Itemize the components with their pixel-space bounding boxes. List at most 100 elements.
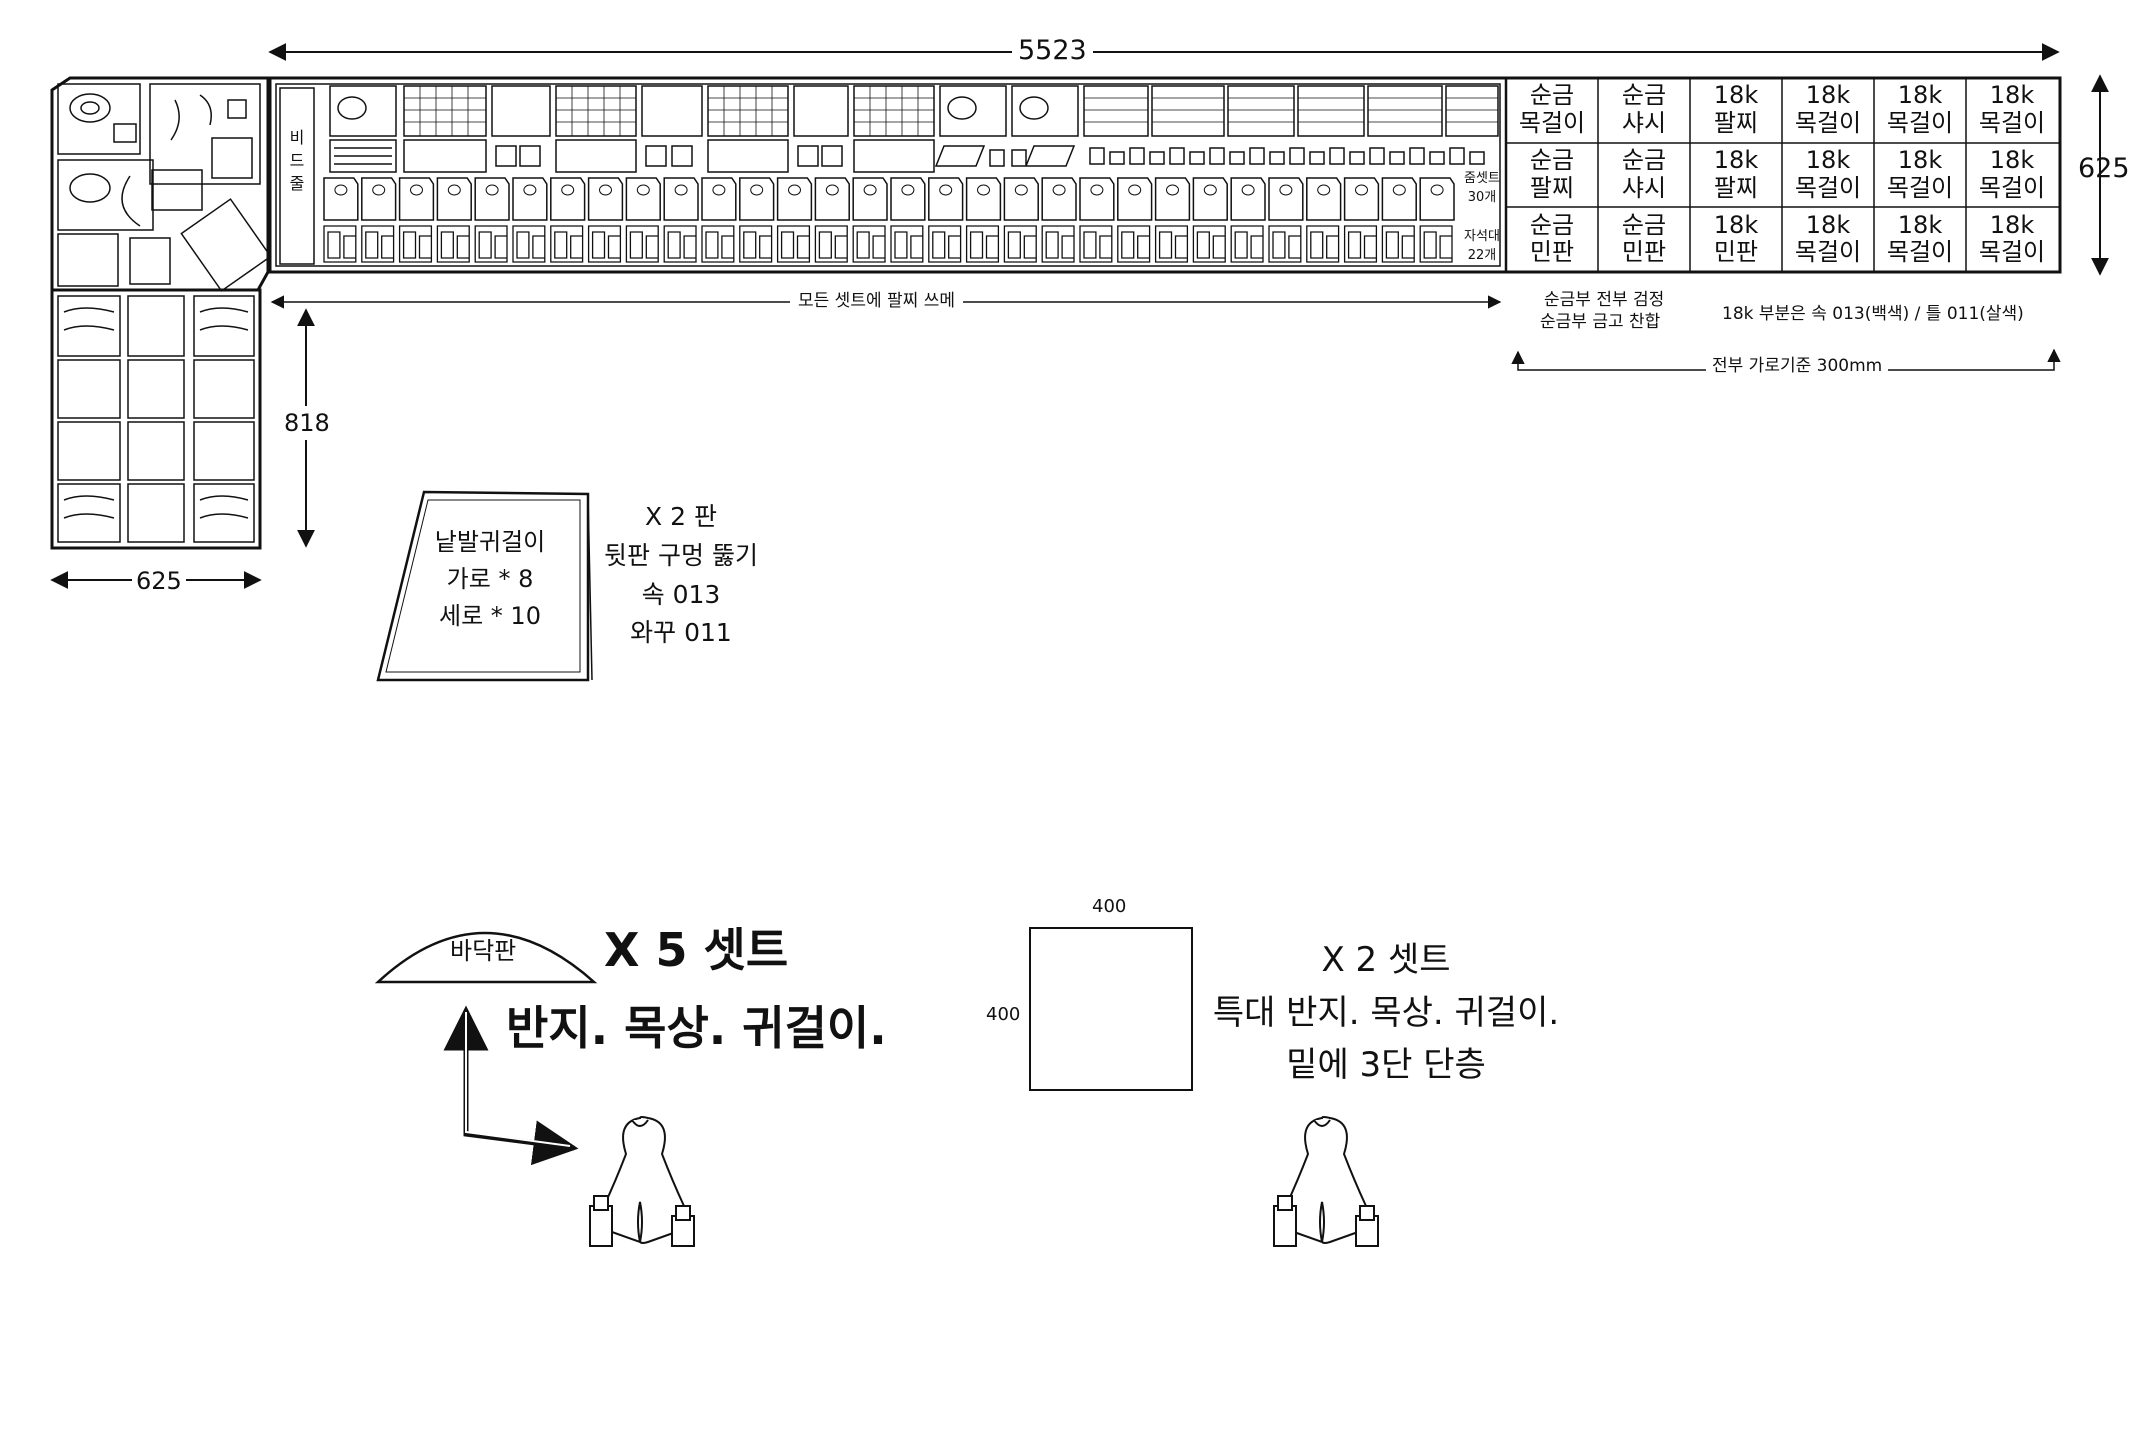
earring-board-text: 낱발귀걸이 가로 * 8 세로 * 10: [420, 524, 560, 636]
counter-left-leg: [50, 288, 262, 550]
bead-column: [279, 87, 315, 265]
set-box: [1268, 177, 1304, 221]
set-box: [928, 177, 964, 221]
corner-section: [57, 83, 272, 292]
earring-board-shape: [376, 490, 590, 682]
set-box: [1117, 177, 1153, 221]
magnet-stand: [1192, 225, 1226, 263]
table-cell: 18k 목걸이: [1886, 210, 1954, 267]
set-box: [323, 177, 359, 221]
k18-note: 18k 부분은 속 013(백색) / 틀 011(살색): [1718, 304, 2028, 326]
magnet-stand: [663, 225, 697, 263]
bust-display-right: [1273, 1116, 1379, 1247]
set-box: [1381, 177, 1417, 221]
base-plate-qty: X 5 셋트: [604, 923, 789, 977]
special-set-text: X 2 셋트 특대 반지. 목상. 귀걸이. 밑에 3단 단층: [1196, 934, 1576, 1092]
table-cell: 18k 목걸이: [1886, 146, 1954, 202]
earring-board-notes: X 2 판 뒷판 구멍 뚫기 속 013 와꾸 011: [596, 498, 766, 653]
table-cell: 18k 목걸이: [1794, 81, 1862, 137]
set-box: [1192, 177, 1228, 221]
table-cell: 순금 민판: [1529, 210, 1575, 267]
earring-board-stand: [587, 493, 593, 681]
magnet-stand: [890, 225, 924, 263]
magnet-stand: [928, 225, 962, 263]
magnet-stand: [1268, 225, 1302, 263]
special-set-qty: X 2 셋트: [1321, 940, 1451, 980]
set-box: [890, 177, 926, 221]
special-set-layers: 밑에 3단 단층: [1286, 1045, 1486, 1086]
width-basis-note: 전부 가로기준 300mm: [1706, 356, 1889, 378]
table-cell: 18k 목걸이: [1978, 146, 2046, 202]
table-cell: 순금 샤시: [1621, 146, 1667, 202]
table-cell: 18k 팔찌: [1713, 81, 1759, 137]
gold-black-note-2: 순금부 금고 찬합: [1540, 312, 1661, 332]
magnet-stand: [1419, 225, 1453, 263]
earring-board-line2: 가로 * 8: [446, 565, 534, 594]
gold-black-note-1: 순금부 전부 검정: [1540, 290, 1669, 312]
table-cell: 18k 목걸이: [1978, 81, 2046, 137]
magnet-count: 22개: [1467, 247, 1497, 263]
square-plate: [1029, 927, 1193, 1091]
second-tray-row: [329, 139, 1076, 173]
set-box: [512, 177, 548, 221]
magnet-stand: [550, 225, 584, 263]
table-cell: 순금 민판: [1621, 210, 1667, 267]
table-cell: 18k 목걸이: [1978, 210, 2046, 267]
set-box-row: [323, 177, 1455, 221]
square-top-label: 400: [1092, 896, 1127, 917]
second-row-small-boxes: [1089, 147, 1485, 165]
earring-board-hole: 뒷판 구멍 뚫기: [604, 540, 758, 570]
table-cell: 순금 팔찌: [1529, 146, 1575, 202]
set-box: [814, 177, 850, 221]
all-sets-note: 모든 셋트에 팔찌 쓰메: [790, 291, 963, 313]
magnet-stand: [398, 225, 433, 263]
magnet-stand: [776, 225, 811, 263]
tray-grid-detail: [404, 86, 1498, 136]
earring-board-title: 낱발귀걸이: [434, 528, 546, 556]
table-cell: 18k 목걸이: [1794, 210, 1862, 267]
magnet-stand: [625, 225, 659, 263]
set-row-label: 줌셋트 30개: [1460, 170, 1504, 208]
magnet-stand: [852, 225, 886, 263]
height-right-label: 625: [2078, 153, 2130, 184]
magnet-stand: [587, 225, 622, 263]
left-leg-trays: [57, 295, 255, 543]
bead-label: 비 드 줄: [289, 128, 305, 194]
set-box: [776, 177, 813, 221]
earring-board-qty: X 2 판: [645, 502, 717, 531]
magnet-stand: [739, 225, 773, 263]
set-box: [965, 177, 1002, 221]
square-left-label: 400: [986, 1004, 1021, 1025]
set-box: [1003, 177, 1039, 221]
top-tray-row: [329, 85, 1499, 137]
set-box: [1154, 177, 1191, 221]
magnet-stand: [1343, 225, 1378, 263]
set-box: [1041, 177, 1077, 221]
table-cell: 18k 팔찌: [1713, 146, 1759, 202]
magnet-stand: [361, 225, 395, 263]
set-box: [663, 177, 699, 221]
magnet-stand: [1381, 225, 1415, 263]
magnet-stand: [1003, 225, 1037, 263]
set-box: [1230, 177, 1266, 221]
magnet-stand: [1154, 225, 1189, 263]
height-left-label: 818: [282, 406, 332, 440]
set-box: [852, 177, 888, 221]
set-label: 줌셋트: [1464, 171, 1500, 186]
right-table-grid: [1506, 78, 2060, 272]
set-count: 30개: [1467, 189, 1497, 205]
bust-display-left: [589, 1116, 695, 1247]
magnet-stand-row: [323, 225, 1453, 263]
special-set-items: 특대 반지. 목상. 귀걸이.: [1212, 992, 1560, 1033]
earring-board-line3: 세로 * 10: [439, 602, 541, 631]
width-left-label: 625: [132, 566, 186, 596]
magnet-stand: [1117, 225, 1151, 263]
width-total-label: 5523: [1012, 34, 1093, 68]
magnet-stand: [1230, 225, 1264, 263]
magnet-stand: [1306, 225, 1340, 263]
base-plate-shape: [374, 931, 598, 984]
base-plate-label: 바닥판: [450, 937, 517, 965]
magnet-stand: [474, 225, 508, 263]
set-box: [1343, 177, 1380, 221]
